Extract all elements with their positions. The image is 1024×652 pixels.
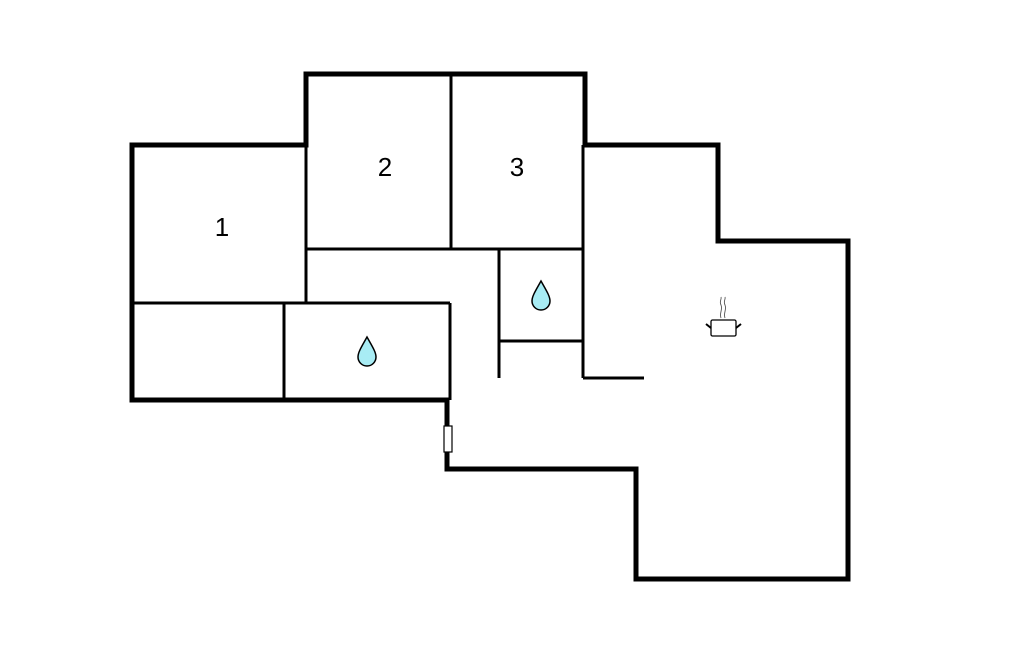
- room-label-2: 2: [378, 152, 392, 182]
- room-label-3: 3: [510, 152, 524, 182]
- interior-walls: [132, 74, 644, 400]
- cooking-pot-icon: [705, 296, 742, 337]
- room-label-1: 1: [215, 212, 229, 242]
- water-drop-icon: [357, 335, 377, 367]
- water-drop-icon: [531, 279, 551, 311]
- window: [443, 425, 453, 453]
- exterior-wall: [129, 71, 851, 582]
